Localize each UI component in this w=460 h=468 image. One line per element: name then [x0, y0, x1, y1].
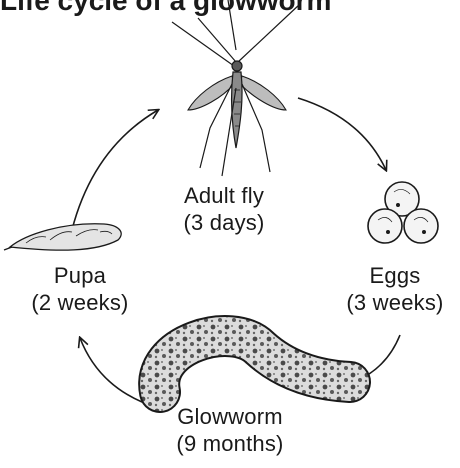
adult-stage-name: Adult fly — [154, 182, 294, 209]
pupa-icon — [4, 224, 121, 250]
glowworm-larva-icon — [159, 336, 350, 392]
glowworm-stage-duration: (9 months) — [160, 430, 300, 457]
eggs-icon — [368, 182, 438, 243]
eggs-stage-name: Eggs — [330, 262, 460, 289]
arrow-pupa-to-adult — [70, 110, 158, 238]
label-glowworm: Glowworm (9 months) — [160, 403, 300, 457]
fly-icon — [172, 0, 300, 176]
arrow-adult-to-eggs — [298, 98, 386, 170]
eggs-stage-duration: (3 weeks) — [330, 289, 460, 316]
label-eggs: Eggs (3 weeks) — [330, 262, 460, 316]
label-pupa: Pupa (2 weeks) — [8, 262, 152, 316]
glowworm-stage-name: Glowworm — [160, 403, 300, 430]
adult-stage-duration: (3 days) — [154, 209, 294, 236]
label-adult-fly: Adult fly (3 days) — [154, 182, 294, 236]
pupa-stage-name: Pupa — [8, 262, 152, 289]
pupa-stage-duration: (2 weeks) — [8, 289, 152, 316]
